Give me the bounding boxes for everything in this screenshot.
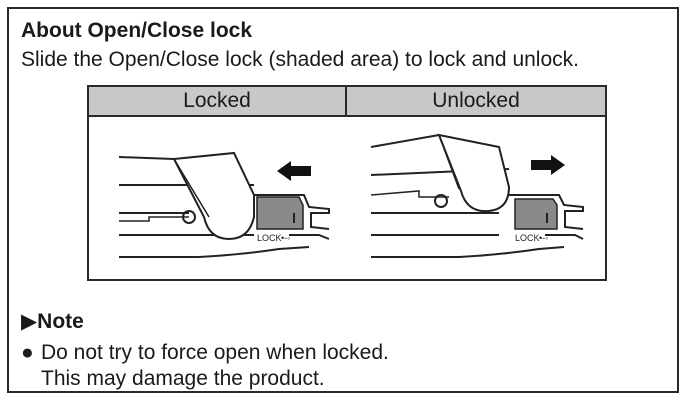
note-line-1: Do not try to force open when locked. [41,341,389,364]
note-bullet: ● Do not try to force open when locked. T… [21,340,389,392]
lock-panels: Locked Unlocked [87,85,607,281]
panel-header-locked: Locked [89,87,347,117]
lock-label: LOCK [257,233,282,243]
info-box: About Open/Close lock Slide the Open/Clo… [7,7,679,393]
svg-text:•-◦: •-◦ [281,233,290,243]
note-line-2: This may damage the product. [41,367,325,390]
lock-slider-shaded [514,198,558,230]
locked-illustration: LOCK •-◦ [89,117,347,279]
lock-slider-shaded [256,196,304,230]
right-arrow-icon [531,155,565,175]
note-heading: ▶Note [21,310,84,333]
bullet-icon: ● [21,341,34,364]
left-arrow-icon [277,161,311,181]
svg-text:•-◦: •-◦ [539,233,548,243]
lock-label: LOCK [515,233,540,243]
triangle-marker-icon: ▶ [21,310,38,333]
unlocked-illustration: LOCK •-◦ [349,117,605,279]
intro-text: Slide the Open/Close lock (shaded area) … [21,48,579,71]
panel-header-unlocked: Unlocked [347,87,605,117]
section-title: About Open/Close lock [21,19,253,42]
